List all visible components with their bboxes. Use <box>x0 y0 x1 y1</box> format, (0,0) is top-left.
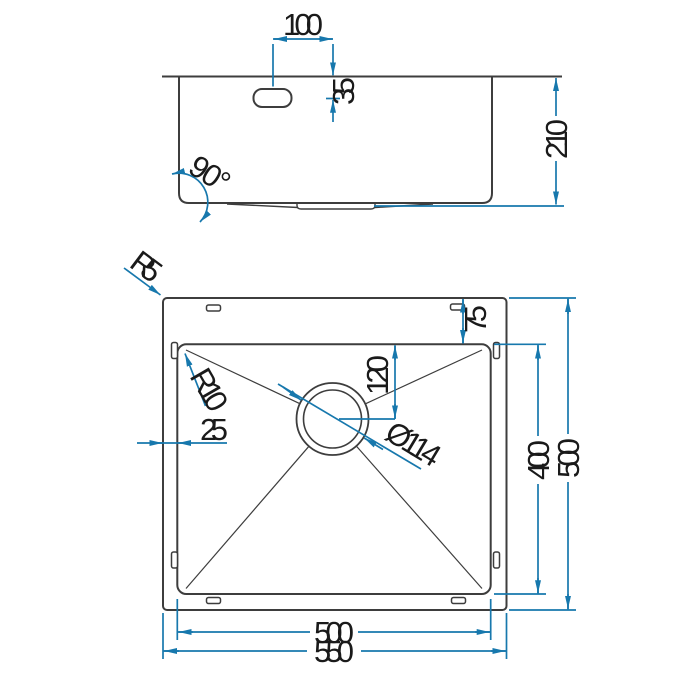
faucet-hole-profile <box>252 88 293 108</box>
label-rim-side: 25 <box>200 412 228 447</box>
clip-bottom-right <box>450 596 467 605</box>
outer-rim-outline <box>162 297 508 611</box>
dim-bowl-width <box>176 599 492 640</box>
label-overall-depth-plan: 500 <box>551 438 586 478</box>
plan-view: R5 75 120 R10 25 Ø114 400 500 500 550 <box>123 244 586 669</box>
angle-arc <box>171 168 212 223</box>
side-view: 100 35 210 90° <box>162 7 574 223</box>
label-rim-top: 75 <box>458 305 493 333</box>
fold-line-top-left <box>185 349 301 405</box>
clip-top-left <box>205 304 222 312</box>
dim-overall-depth-plan <box>509 297 576 611</box>
leader-outer-radius <box>123 267 162 296</box>
dim-bowl-depth <box>494 343 546 595</box>
dim-overall-width <box>162 613 508 659</box>
fold-line-bottom-right <box>355 445 483 589</box>
clip-left-upper <box>170 341 179 360</box>
label-bowl-depth: 400 <box>521 440 556 480</box>
leader-bowl-radius <box>184 353 207 407</box>
clip-right-upper <box>492 341 501 360</box>
clip-bottom-left <box>205 596 222 605</box>
label-wall-angle: 90° <box>183 148 237 200</box>
label-faucet-offset: 100 <box>283 7 323 42</box>
label-overall-depth: 210 <box>539 119 574 159</box>
drain-housing-profile <box>296 203 376 210</box>
dim-drain-offset <box>339 345 398 420</box>
bottom-slope-left <box>226 203 299 209</box>
dim-drain-diameter <box>277 383 422 470</box>
bowl-outline <box>176 343 492 595</box>
dim-faucet-depth <box>326 44 340 122</box>
label-drain-offset: 120 <box>360 355 395 395</box>
fold-line-top-right <box>364 349 483 405</box>
dim-faucet-offset <box>272 36 333 87</box>
label-overall-width: 550 <box>314 634 354 669</box>
clip-right-lower <box>492 551 501 569</box>
clip-left-lower <box>170 551 179 569</box>
label-faucet-depth: 35 <box>326 77 361 105</box>
fold-line-bottom-left <box>185 445 310 589</box>
label-outer-radius: R5 <box>124 244 169 290</box>
dim-overall-depth <box>374 78 564 207</box>
label-bowl-width: 500 <box>314 615 354 650</box>
